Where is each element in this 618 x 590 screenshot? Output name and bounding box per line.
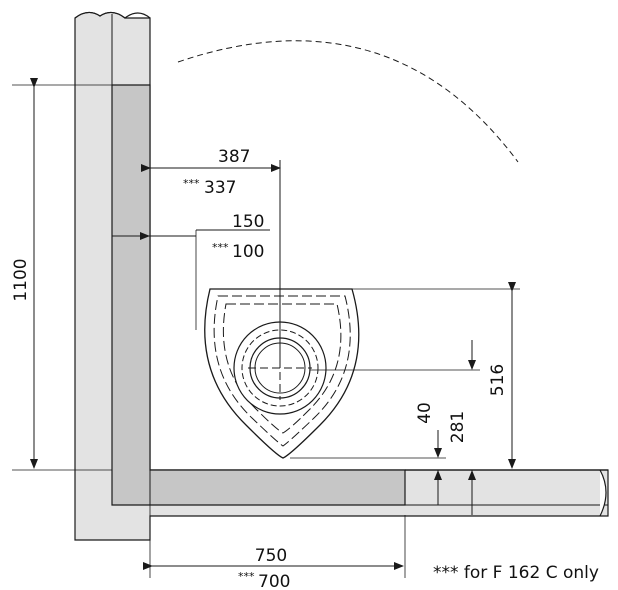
label-100-marker: *** [212, 241, 229, 254]
stove-top-view [204, 288, 360, 459]
label-150: 150 [232, 212, 264, 232]
footnote: *** for F 162 C only [433, 563, 599, 583]
label-100: 100 [232, 242, 264, 262]
dim-750 [143, 478, 406, 578]
label-281: 281 [448, 411, 468, 443]
label-387: 387 [218, 147, 250, 167]
floor [405, 469, 608, 517]
label-700: 700 [258, 572, 290, 590]
label-516: 516 [488, 364, 508, 396]
label-40: 40 [415, 402, 435, 424]
dim-516 [352, 282, 520, 469]
dim-281 [310, 340, 480, 515]
dim-387 [141, 160, 281, 368]
label-1100: 1100 [11, 258, 31, 301]
label-700-marker: *** [238, 570, 255, 583]
label-750: 750 [255, 546, 287, 566]
side-wall [74, 11, 609, 541]
dim-150 [112, 229, 270, 330]
label-337: 337 [204, 178, 236, 198]
dim-1100 [12, 78, 112, 471]
door-swing-arc [177, 40, 519, 163]
label-337-marker: *** [183, 177, 200, 190]
dim-40 [290, 430, 446, 505]
